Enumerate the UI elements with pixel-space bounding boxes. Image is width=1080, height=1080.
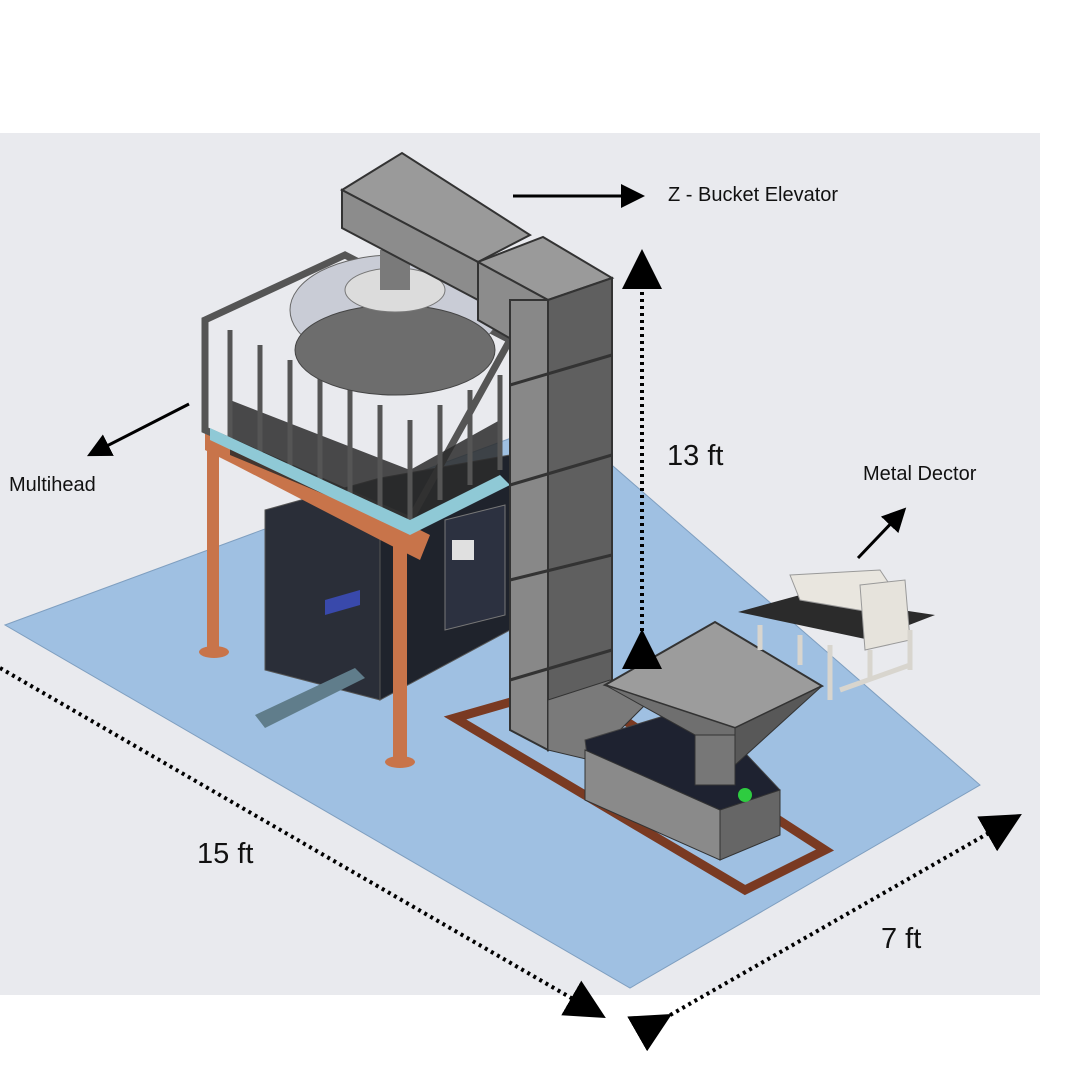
bucket-elevator (339, 151, 651, 761)
metal-detector (738, 569, 935, 700)
height-label: 13 ft (667, 440, 724, 472)
length-label: 15 ft (197, 838, 254, 870)
metal-detector-arrow (856, 507, 907, 560)
metal-detector-label: Metal Dector (863, 463, 977, 485)
packing-machine (255, 454, 511, 728)
multihead-weigher (289, 250, 501, 396)
multihead-arrow (86, 402, 190, 457)
width-label: 7 ft (881, 923, 922, 955)
bucket-elevator-label: Z - Bucket Elevator (668, 184, 839, 206)
length-dimension-line (0, 666, 606, 1019)
multihead-frame (199, 251, 515, 768)
multihead-label: Multihead (9, 474, 96, 496)
